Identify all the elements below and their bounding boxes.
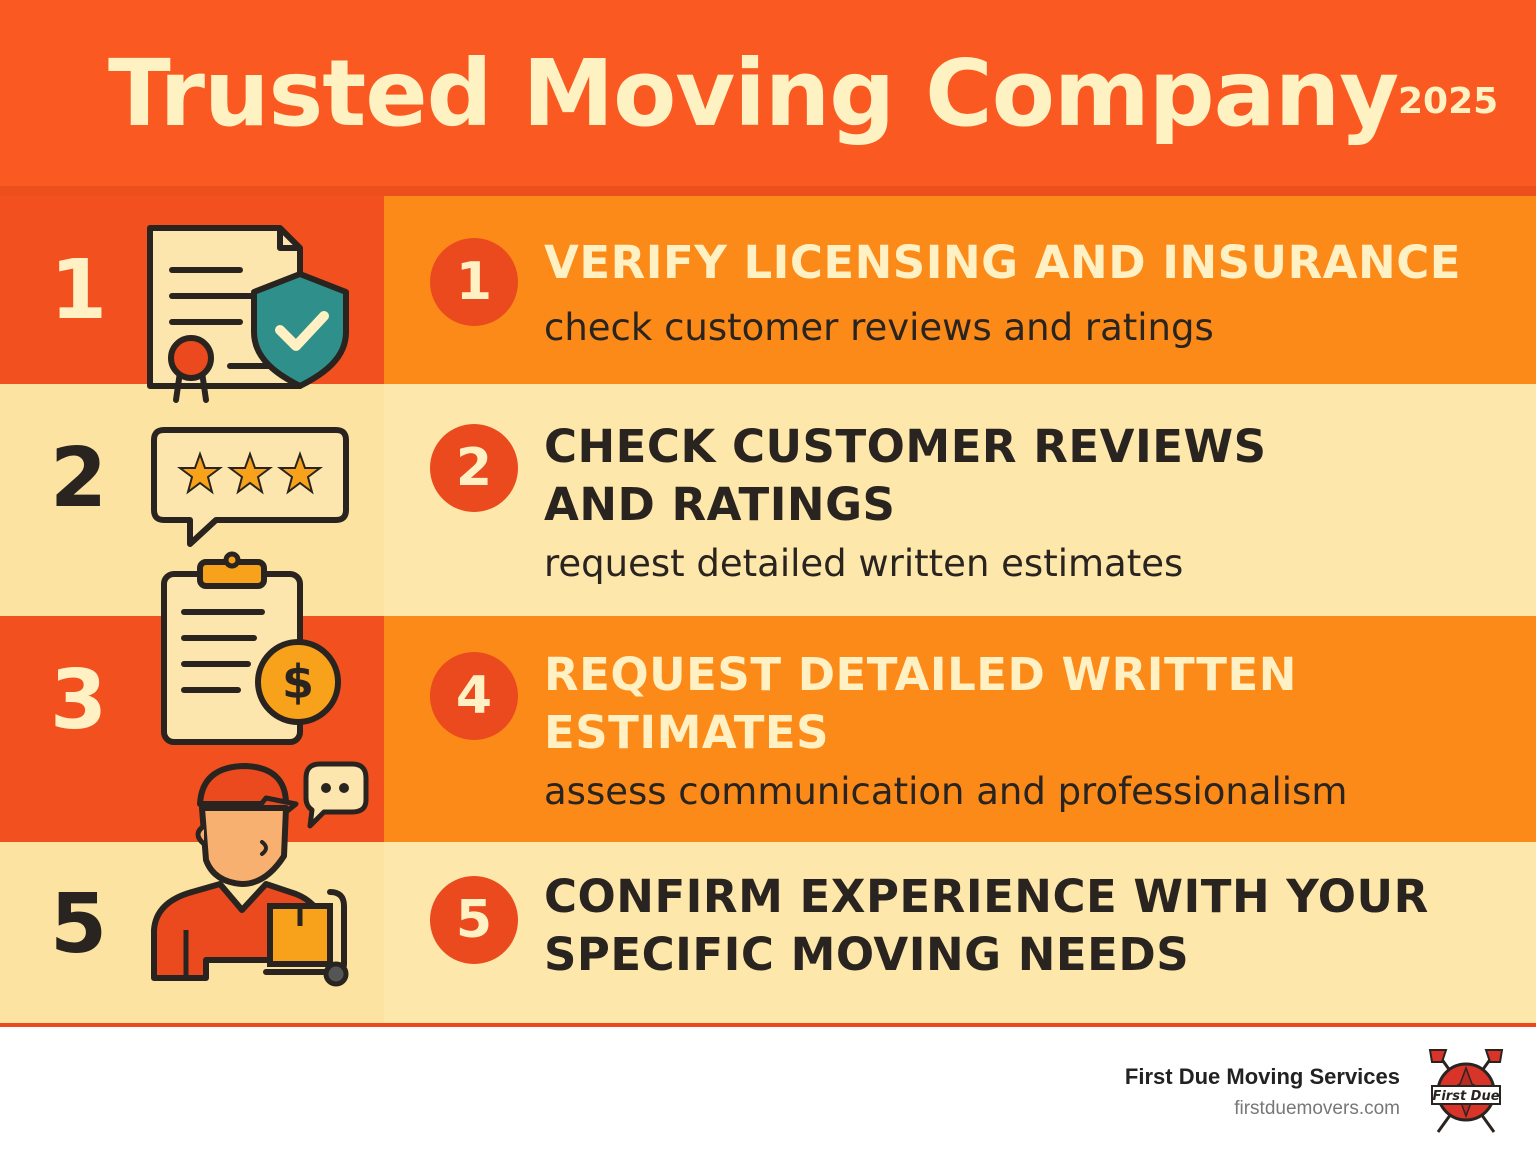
- step-3-number: 3: [50, 653, 108, 748]
- step-row-4: 5 5 CONFIRM EXPERIENCE WITH YOUR SPECIFI…: [0, 842, 1536, 1023]
- estimate-clipboard-icon: $: [161, 551, 341, 745]
- step-4-badge: 5: [430, 876, 518, 964]
- step-2-heading-line-2: AND RATINGS: [544, 478, 896, 531]
- first-due-logo: First Due: [1428, 1049, 1504, 1133]
- step-2-badge: 2: [430, 424, 518, 512]
- step-1-heading-line-1: VERIFY LICENSING AND INSURANCE: [544, 236, 1461, 289]
- rating-stars-icon: [151, 427, 349, 547]
- license-shield-icon: [147, 225, 349, 403]
- step-3-heading-line-2: ESTIMATES: [544, 706, 830, 759]
- step-1-subtext: check customer reviews and ratings: [544, 306, 1214, 349]
- brand-name: First Due Moving Services: [1124, 1064, 1400, 1089]
- step-2-number: 2: [50, 431, 108, 526]
- step-1-badge: 1: [430, 238, 518, 326]
- step-1-heading: VERIFY LICENSING AND INSURANCE: [544, 234, 1461, 292]
- step-3-heading: REQUEST DETAILED WRITTEN ESTIMATES: [544, 646, 1297, 762]
- svg-text:$: $: [282, 655, 314, 709]
- brand-url-link[interactable]: firstduemovers.com: [1234, 1098, 1400, 1119]
- step-1-number: 1: [50, 243, 108, 338]
- step-3-badge: 4: [430, 652, 518, 740]
- step-4-content: 5 CONFIRM EXPERIENCE WITH YOUR SPECIFIC …: [384, 842, 1536, 1023]
- footer-divider: [0, 1023, 1536, 1027]
- step-2-content: 2 CHECK CUSTOMER REVIEWS AND RATINGS req…: [384, 384, 1536, 616]
- step-3-content: 4 REQUEST DETAILED WRITTEN ESTIMATES ass…: [384, 616, 1536, 842]
- footer: [0, 1027, 1536, 1154]
- step-3-heading-line-1: REQUEST DETAILED WRITTEN: [544, 648, 1297, 701]
- step-row-1: 1 1 VERIFY LICENSING AND INSURANCE check…: [0, 196, 1536, 384]
- step-3-subtext: assess communication and professionalism: [544, 770, 1348, 813]
- step-2-heading-line-1: CHECK CUSTOMER REVIEWS: [544, 420, 1267, 473]
- year-label: 2025: [1398, 81, 1499, 122]
- page-title: Trusted Moving Company: [108, 40, 1399, 147]
- mover-icon: [151, 761, 369, 987]
- step-4-number: 5: [50, 877, 108, 972]
- header-divider: [0, 186, 1536, 196]
- logo-text: First Due: [1432, 1089, 1499, 1104]
- step-4-heading-line-1: CONFIRM EXPERIENCE WITH YOUR: [544, 870, 1429, 923]
- step-4-heading: CONFIRM EXPERIENCE WITH YOUR SPECIFIC MO…: [544, 868, 1429, 984]
- header-banner: Trusted Moving Company 2025: [0, 0, 1536, 186]
- step-4-heading-line-2: SPECIFIC MOVING NEEDS: [544, 928, 1190, 981]
- step-row-3: 3 4 REQUEST DETAILED WRITTEN ESTIMATES a…: [0, 616, 1536, 842]
- step-2-heading: CHECK CUSTOMER REVIEWS AND RATINGS: [544, 418, 1267, 534]
- step-2-subtext: request detailed written estimates: [544, 542, 1184, 585]
- step-1-content: 1 VERIFY LICENSING AND INSURANCE check c…: [384, 196, 1536, 384]
